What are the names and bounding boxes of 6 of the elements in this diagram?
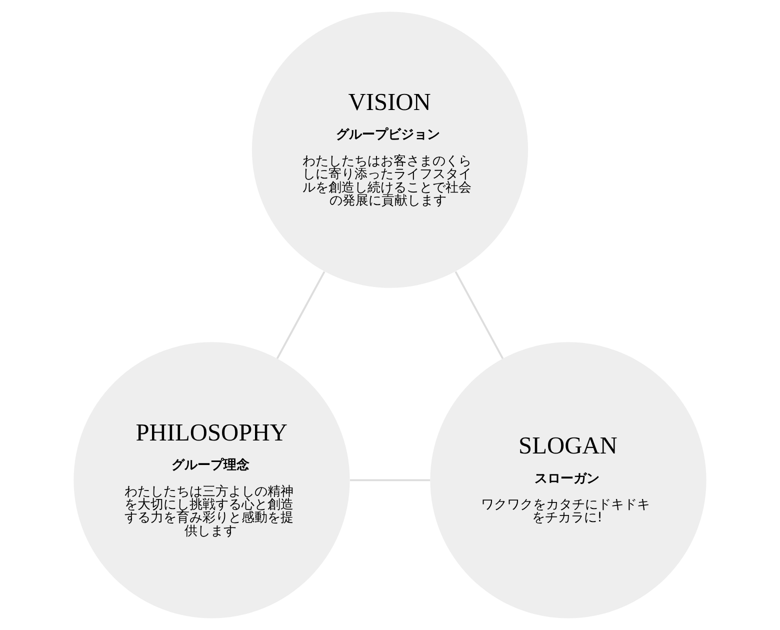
node-circle: PHILOSOPHY グループ理念 わたしたちは三方よしの精神を大切にし挑戦する心と創造する力を育み彩りと感動を提供します: [74, 342, 350, 618]
connector: [350, 479, 430, 482]
node-circle: VISION グループビジョン わたしたちはお客さまのくらしに寄り添ったライフスタイルを創造し続けることで社会の発展に貢献します: [252, 12, 528, 288]
connector: [276, 271, 326, 360]
node-circle: SLOGAN スローガン ワクワクをカタチにドキドキをチカラに!: [430, 342, 706, 618]
connector: [454, 271, 504, 360]
